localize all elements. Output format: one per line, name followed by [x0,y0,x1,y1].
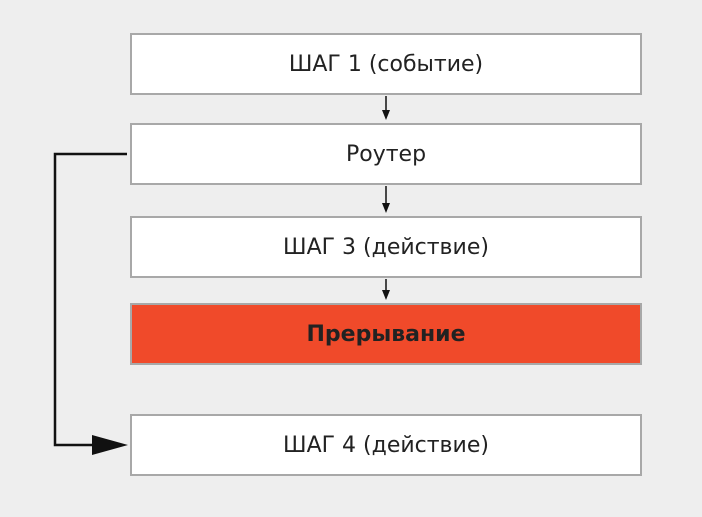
node-step4: ШАГ 4 (действие) [130,414,642,476]
arrowhead-router-step4 [92,435,128,455]
arrowhead-step3-interrupt [382,290,390,300]
node-interrupt: Прерывание [130,303,642,365]
node-step4-label: ШАГ 4 (действие) [283,432,489,458]
node-router-label: Роутер [345,141,427,167]
node-router: Роутер [130,123,642,185]
node-step1: ШАГ 1 (событие) [130,33,642,95]
node-step3: ШАГ 3 (действие) [130,216,642,278]
arrowhead-step1-router [382,110,390,120]
arrowhead-router-step3 [382,203,390,213]
node-step3-label: ШАГ 3 (действие) [283,234,489,260]
edge-router-step4 [53,152,127,447]
node-interrupt-label: Прерывание [306,321,466,347]
node-step1-label: ШАГ 1 (событие) [288,51,484,77]
